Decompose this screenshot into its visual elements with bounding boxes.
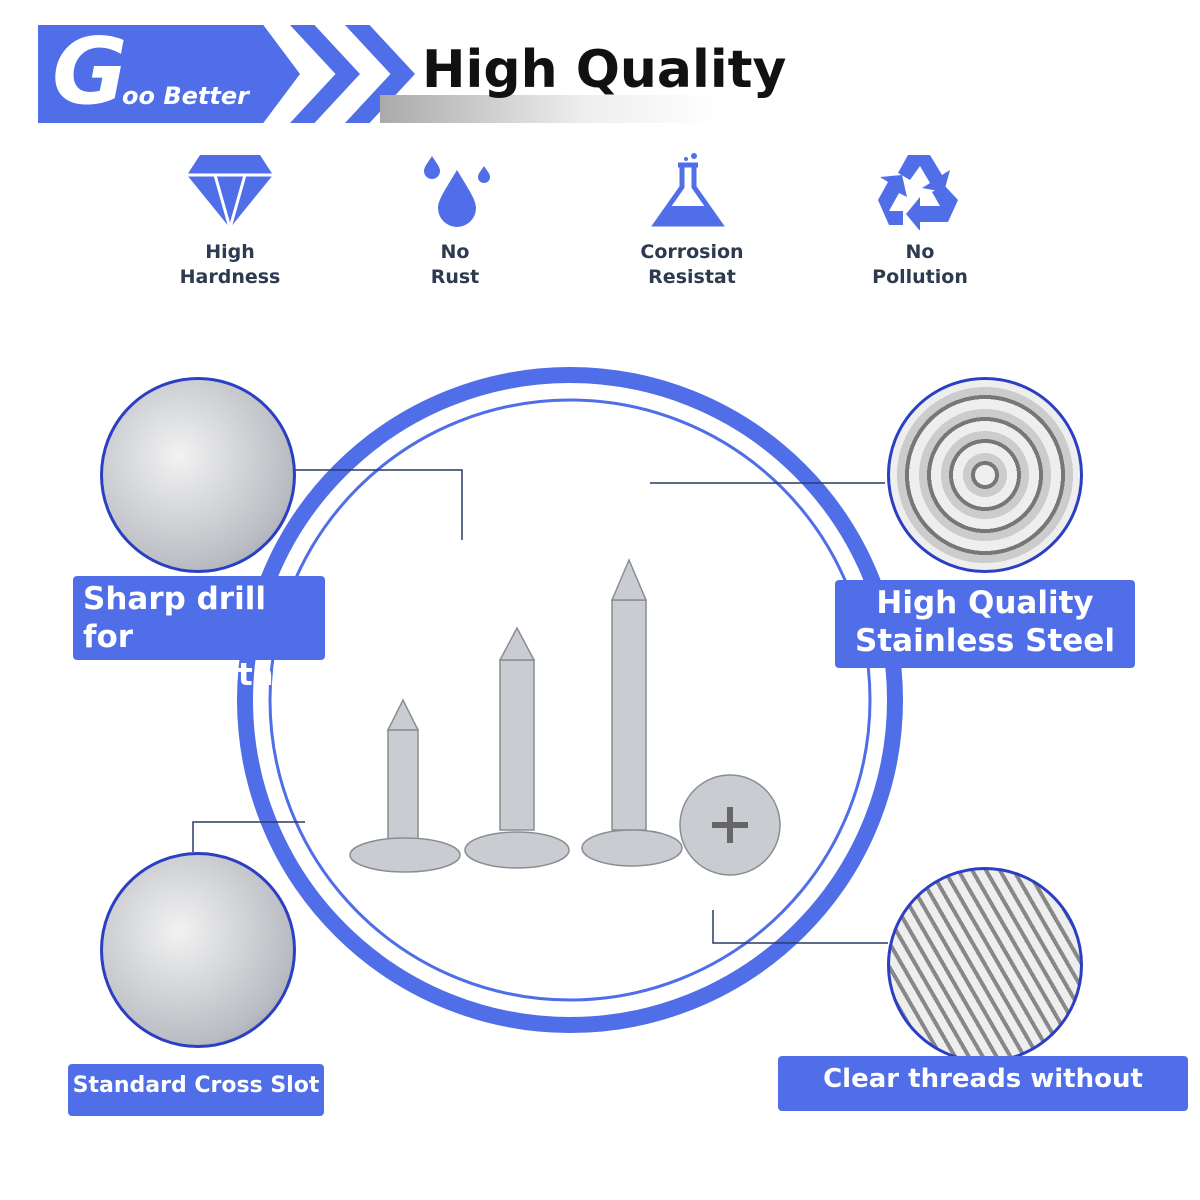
threads-photo: [887, 867, 1083, 1063]
callout-clear-threads: Clear threads without burrs: [778, 1056, 1188, 1141]
feature-line: Rust: [430, 266, 480, 288]
brand-logo-text: oo Better: [122, 82, 249, 110]
feature-line: Resistat: [648, 266, 736, 288]
brand-logo-letter: G: [52, 18, 128, 125]
feature-line: Corrosion: [640, 241, 744, 263]
screws: [349, 558, 781, 876]
brand-logo-banner: [38, 25, 300, 123]
leader-lines: [192, 469, 888, 944]
feature-line: Pollution: [872, 266, 968, 288]
title-underline-band: [380, 95, 720, 123]
feature-line: No: [905, 241, 935, 263]
page-title: High Quality: [422, 40, 787, 100]
callout-line: High Quality: [876, 585, 1094, 621]
callout-line: Sharp drill for: [83, 581, 266, 655]
main-ring: [237, 367, 903, 1033]
callout-line: a quick start: [83, 657, 304, 693]
stainless-tubes-photo: [887, 377, 1083, 573]
recycle-icon: [878, 155, 958, 230]
callout-cross-slot: Standard Cross Slot: [68, 1064, 324, 1116]
callout-line: Stainless Steel: [855, 623, 1115, 659]
water-drop-icon: [424, 156, 490, 227]
flask-icon: [651, 153, 725, 227]
cross-slot-photo: [100, 852, 296, 1048]
diamond-icon: [187, 155, 273, 230]
inner-ring: [268, 398, 872, 1002]
feature-line: High: [205, 241, 255, 263]
drill-tip-photo: [100, 377, 296, 573]
feature-line: No: [440, 241, 470, 263]
callout-sharp-drill: Sharp drill for a quick start: [73, 576, 325, 693]
callout-stainless-steel: High Quality Stainless Steel: [835, 580, 1135, 668]
feature-line: Hardness: [179, 266, 281, 288]
